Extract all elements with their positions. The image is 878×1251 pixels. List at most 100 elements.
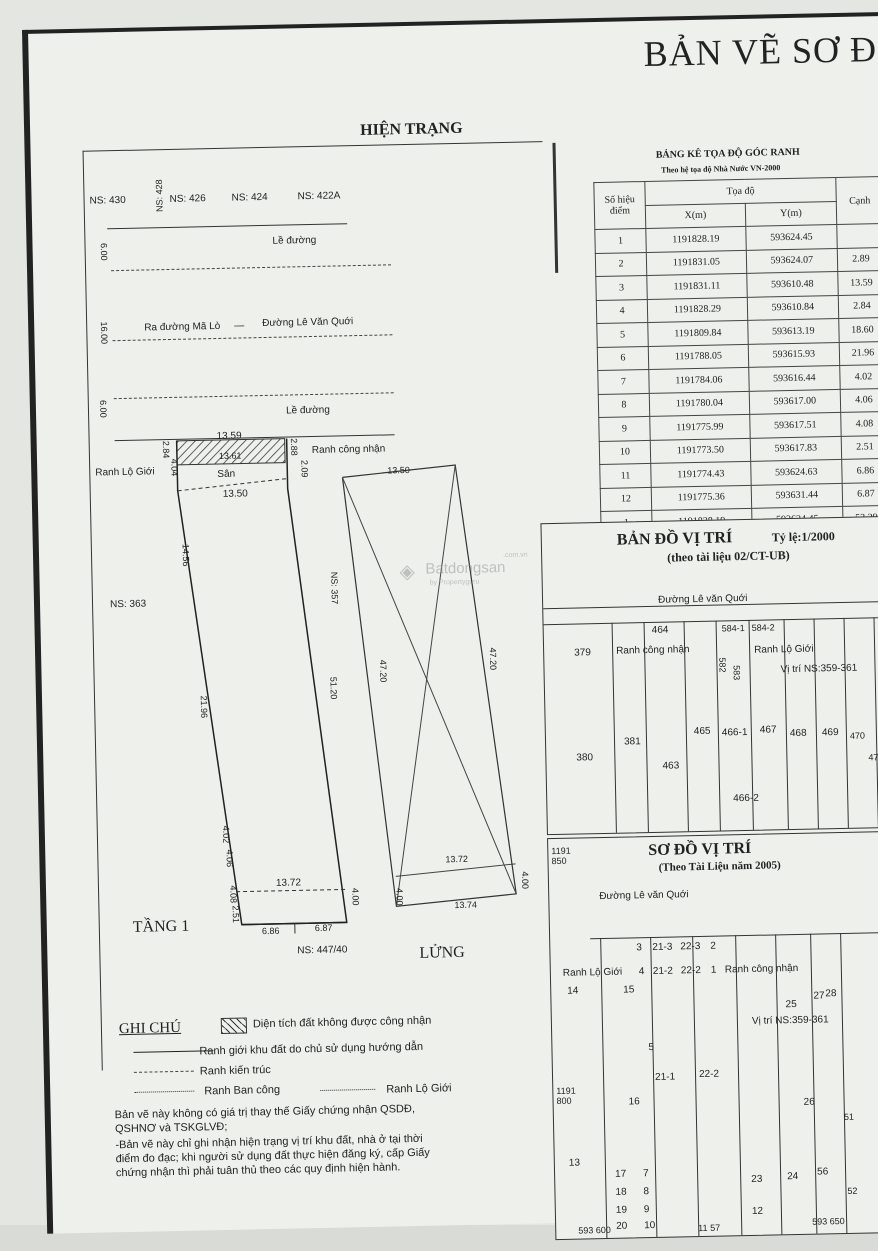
document-title: BẢN VẼ SƠ Đ [643,31,877,72]
legend-note-1: Bản vẽ này không có giá trị thay thế Giấ… [115,1104,415,1121]
san-label: Sân [217,470,235,480]
header-edge: Cạnh [836,177,878,225]
sdvt-51: 51 [844,1113,854,1122]
sdvt-14: 14 [567,987,578,997]
watermark-sub: by Propertyguru [430,579,480,587]
bdvt-street-line-bottom [544,617,878,626]
sdvt-street: Đường Lê văn Quới [599,890,688,902]
coord-cell-y: 593617.51 [749,412,841,437]
sdvt-22-3: 22-3 [680,942,700,952]
lung-left-b: 4.00 [394,888,403,906]
sdvt-22-2a: 22-2 [681,966,701,976]
bdvt-vi-tri: Vị trí NS:359-361 [780,664,857,676]
bdvt-463: 463 [662,761,679,771]
coord-cell-point: 12 [600,487,651,512]
dim-san-width: 13.50 [223,489,248,500]
sdvt-21-1: 21-1 [655,1073,675,1083]
so-do-source: (Theo Tài Liệu năm 2005) [659,860,781,874]
header-point: Số hiệu điểm [594,181,646,229]
coord-cell-point: 11 [600,463,651,488]
lung-bottom: 13.74 [454,901,477,910]
dim-right-bottom: 4.00 [350,888,359,906]
sdvt-9: 9 [644,1205,650,1215]
coord-cell-edge: 6.87 [842,482,878,506]
sdvt-26: 26 [804,1098,815,1108]
coord-cell-y: 593615.93 [748,342,840,367]
bdvt-ranh-lo-gioi: Ranh Lộ Giới [754,645,814,656]
dim-top-width: 13.59 [216,431,241,442]
sdvt-8: 8 [643,1187,649,1197]
sdvt-2: 2 [710,942,716,952]
sdvt-21-2: 21-2 [653,967,673,977]
ranh-lo-gioi-label: Ranh Lộ Giới [95,467,155,478]
grid-593-600: 593 600 [578,1226,611,1236]
coord-cell-x: 1191809.84 [648,320,748,346]
sdvt-16: 16 [628,1097,639,1107]
coord-cell-edge [837,223,878,247]
sdvt-21-3: 21-3 [652,943,672,953]
coord-cell-x: 1191831.05 [646,250,746,276]
sdvt-line-6 [810,934,817,1234]
bdvt-380: 380 [576,753,593,763]
coord-cell-y: 593610.48 [747,271,839,296]
sdvt-10: 10 [644,1221,655,1231]
coord-cell-y: 593616.44 [748,365,840,390]
sdvt-line-2 [650,937,657,1237]
bdvt-470: 470 [850,732,865,741]
coord-cell-x: 1191774.43 [651,461,751,487]
lung-right: 47.20 [488,647,497,670]
sdvt-12: 12 [752,1207,763,1217]
coord-cell-x: 1191775.99 [650,414,750,440]
lung-inner-bottom: 13.72 [445,855,468,864]
mezzanine-inner-line [396,864,516,877]
sdvt-28: 28 [825,989,836,999]
coord-cell-point: 5 [597,322,648,347]
sdvt-line-5 [775,934,782,1234]
bdvt-469: 469 [822,728,839,738]
coord-cell-edge: 4.06 [840,388,878,412]
sdvt-vi-tri: Vị trí NS:359-361 [752,1015,829,1027]
sdvt-18: 18 [615,1188,626,1198]
grid-1191-850: 1191 850 [551,847,571,867]
mezzanine-cross-b [387,465,464,906]
legend-line-dashed [134,1071,194,1073]
bdvt-parcel-line-7 [813,619,818,829]
sdvt-1: 1 [711,966,717,976]
coord-cell-y: 593624.07 [746,248,838,273]
coord-cell-edge: 2.89 [837,247,878,271]
ranh-cong-nhan-label: Ranh công nhận [312,444,386,456]
sdvt-ranh-lo-gioi: Ranh Lộ Giới [563,968,623,979]
coord-cell-y: 593617.00 [749,389,841,414]
sdvt-line-3 [692,936,699,1236]
coord-cell-point: 2 [595,252,646,277]
dim-right-len1: 51.20 [328,677,337,700]
sdvt-13: 13 [569,1159,580,1169]
coord-cell-edge: 21.96 [839,341,878,365]
coord-cell-edge: 2.84 [838,294,878,318]
ban-do-scale: Tỷ lệ:1/2000 [772,530,835,543]
bdvt-584-1: 584-1 [722,624,745,633]
watermark-domain: .com.vn [503,552,528,560]
sdvt-56: 56 [817,1167,828,1177]
grid-593-650: 593 650 [812,1217,845,1227]
sdvt-25: 25 [785,1000,796,1010]
coord-cell-x: 1191773.50 [650,438,750,464]
bdvt-381: 381 [624,737,641,747]
dim-left-a: 2.84 [161,441,170,459]
bottom-inner-line [236,889,346,891]
lung-left: 47.20 [378,660,387,683]
dim-split-right: 6.87 [315,924,333,933]
sdvt-17: 17 [615,1170,626,1180]
coord-cell-edge: 2.51 [841,435,878,459]
tang-1-label: TẦNG 1 [133,919,190,936]
bdvt-584-2: 584-2 [752,623,775,632]
coord-cell-edge: 4.02 [840,364,878,388]
coord-cell-y: 593624.45 [746,224,838,249]
dim-left-b: 4.04 [169,459,178,477]
sdvt-22-2b: 22-2 [699,1070,719,1080]
coord-cell-x: 1191831.11 [647,273,747,299]
bdvt-466-1: 466-1 [722,728,748,739]
coord-cell-y: 593617.83 [750,436,842,461]
coord-cell-x: 1191828.29 [647,297,747,323]
